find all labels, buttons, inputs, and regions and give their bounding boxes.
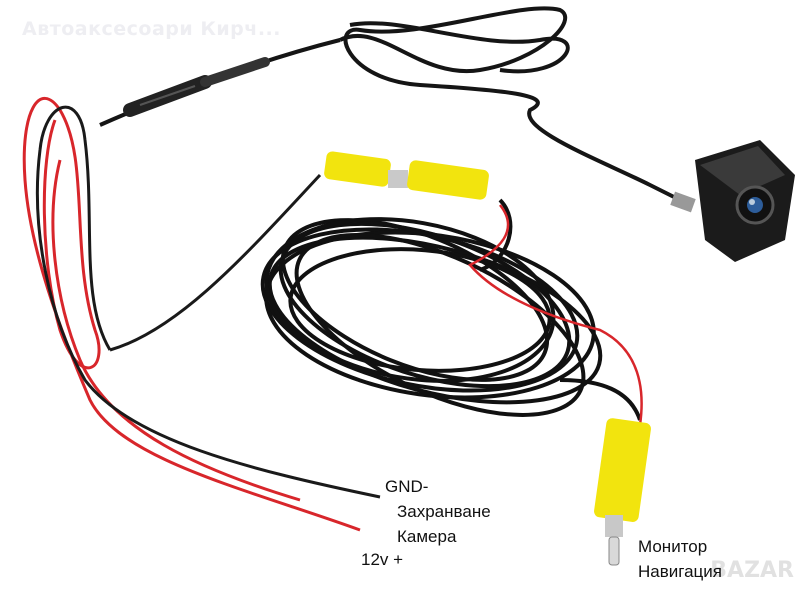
red-wire — [22, 96, 361, 532]
gnd-label: GND- — [385, 477, 429, 496]
rca-connector-top — [324, 151, 489, 200]
inline-connector — [123, 57, 270, 117]
cable-coil — [260, 198, 642, 421]
site-watermark: BAZAR — [710, 558, 794, 583]
black-wire — [35, 105, 381, 499]
12v-label: 12v + — [361, 550, 404, 569]
monitor-label-line2: Навигация — [638, 562, 722, 581]
trigger-wire — [468, 204, 643, 426]
rca-connector-bottom — [594, 418, 651, 566]
camera-body — [670, 140, 795, 262]
monitor-label-line1: Монитор — [638, 537, 708, 556]
shop-watermark: Автоаксесоари Кирч... — [22, 18, 281, 40]
power-label-line2: Камера — [397, 527, 457, 546]
power-label-line1: Захранване — [397, 502, 491, 521]
